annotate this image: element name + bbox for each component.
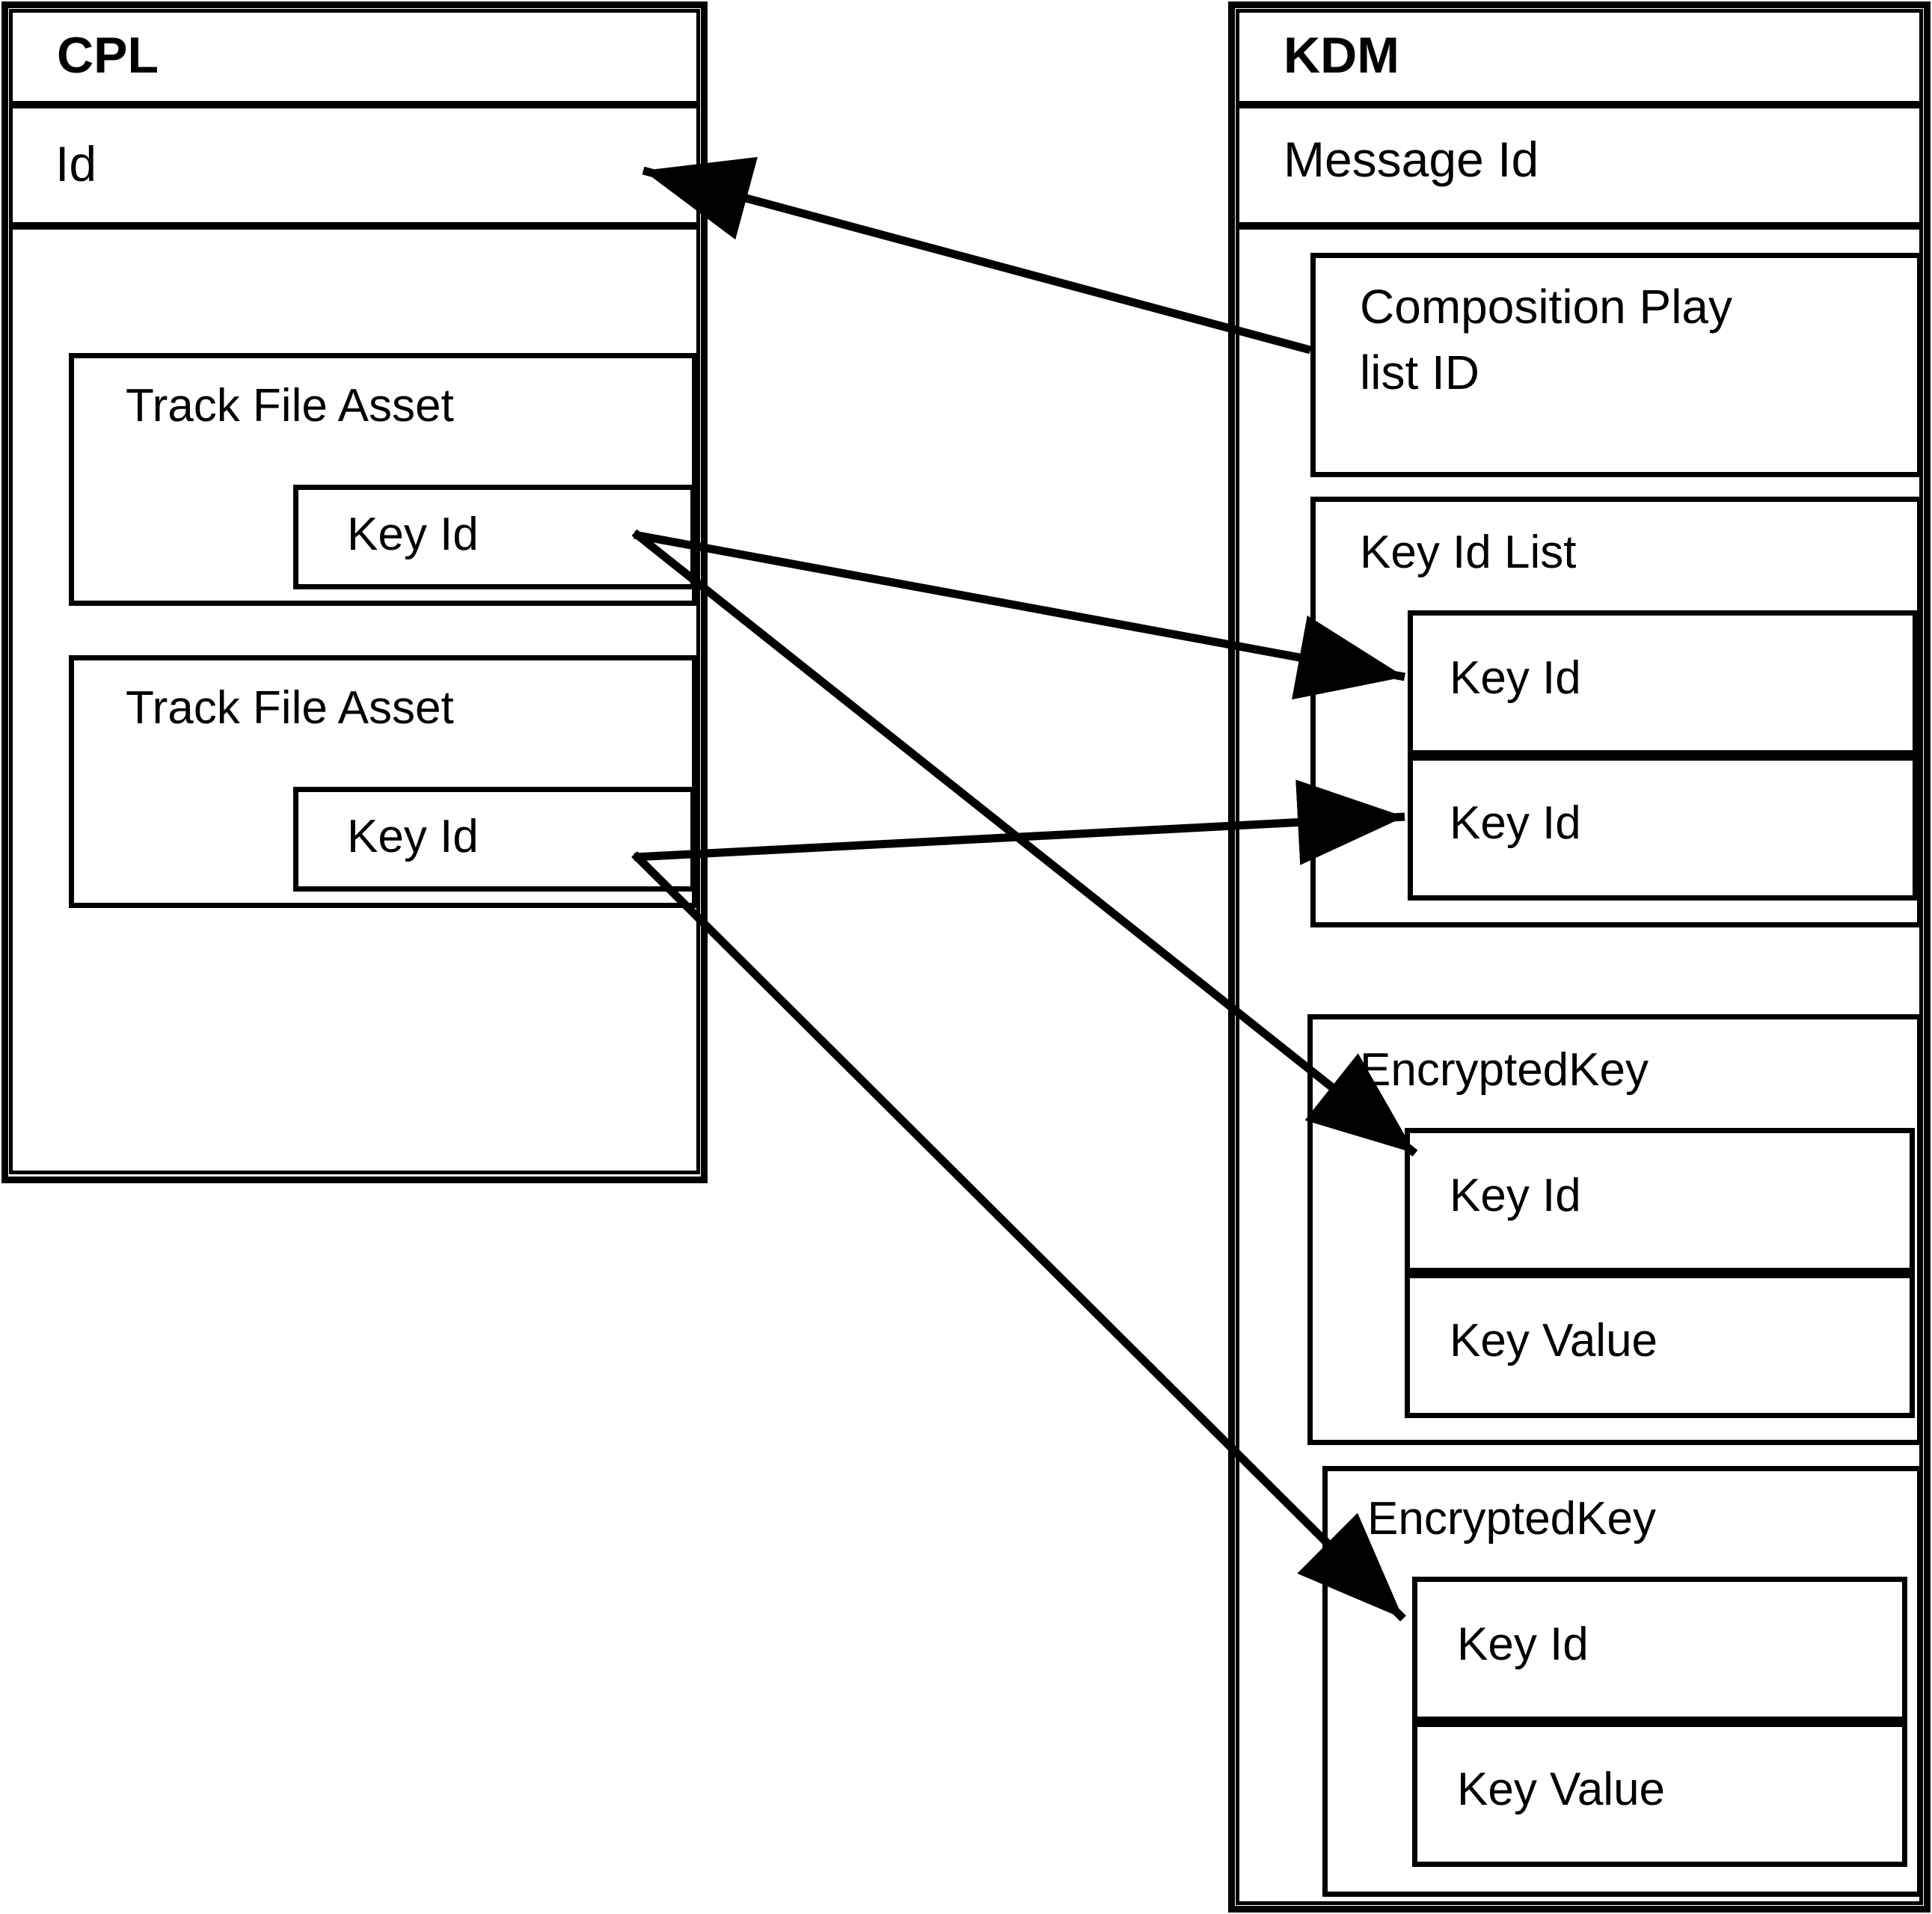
encrypted-key-1-key-id-row [1405,1128,1915,1273]
track-file-asset-1-key-id-box [293,485,696,589]
kdm-message-id-label: Message Id [1284,132,1539,187]
kdm-header-cell [1236,9,1923,105]
encrypted-key-2-label: EncryptedKey [1367,1493,1656,1545]
encrypted-key-2-key-value-label: Key Value [1457,1764,1666,1815]
track-file-asset-1-key-id-label: Key Id [347,509,479,560]
composition-playlist-id-line2: list ID [1360,346,1479,399]
connector-compositionplaylistid-to-cplid [642,156,1312,355]
composition-playlist-id-box [1310,253,1922,477]
cpl-id-row [9,105,700,226]
track-file-asset-2-key-id-label: Key Id [347,811,479,862]
key-id-list-item-2-label: Key Id [1450,797,1581,849]
encrypted-key-2-key-value-row [1412,1722,1907,1867]
track-file-asset-2-key-id-box [293,787,696,892]
encrypted-key-1-key-id-label: Key Id [1450,1170,1581,1221]
track-file-asset-2-label: Track File Asset [126,682,454,734]
cpl-id-label: Id [55,136,97,191]
encrypted-key-1-label: EncryptedKey [1360,1044,1649,1096]
track-file-asset-1-label: Track File Asset [126,380,454,432]
key-id-list-item-1-label: Key Id [1450,652,1581,704]
encrypted-key-1-key-value-label: Key Value [1450,1315,1658,1367]
encrypted-key-2-key-id-row [1412,1577,1907,1722]
encrypted-key-2-key-id-label: Key Id [1457,1619,1589,1670]
cpl-header-cell [9,9,700,105]
kdm-title: KDM [1284,27,1399,84]
kdm-message-id-row [1236,105,1923,226]
key-id-list-item-1 [1408,610,1918,755]
encrypted-key-1-key-value-row [1405,1273,1915,1418]
cpl-title: CPL [57,27,159,84]
composition-playlist-id-line1: Composition Play [1360,280,1732,334]
key-id-list-label: Key Id List [1360,527,1577,578]
